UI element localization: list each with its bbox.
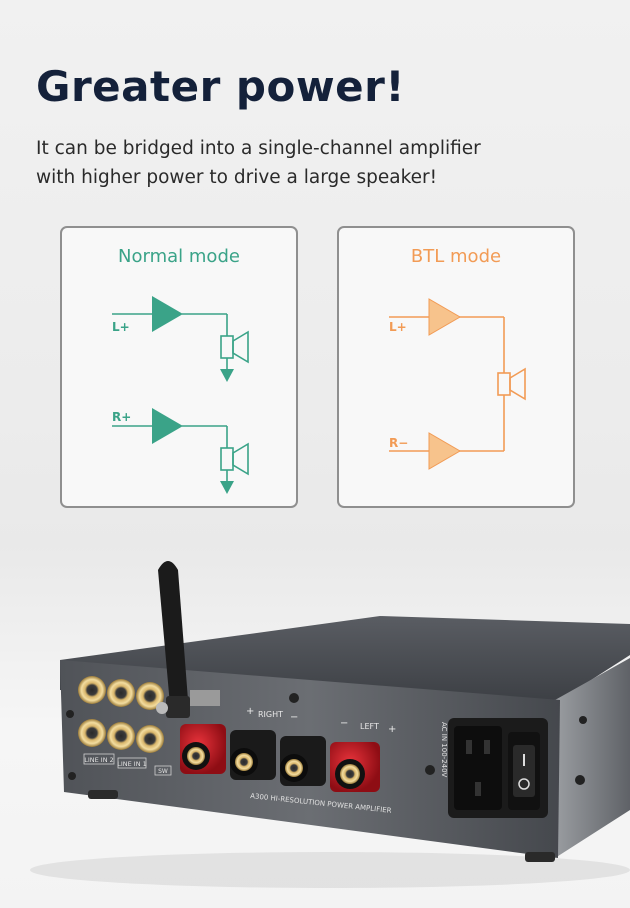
amplifier-triangle-icon — [152, 408, 183, 444]
right-minus-label: − — [290, 712, 298, 723]
normal-input-l-label: L+ — [112, 320, 130, 334]
description-line-2: with higher power to drive a large speak… — [36, 167, 438, 188]
amplifier-rear-panel-image: LINE IN 2 LINE IN 1 SW + RIGHT − − LEFT … — [30, 561, 630, 888]
screw — [68, 772, 76, 780]
amplifier-triangle-icon — [428, 298, 461, 336]
rca-input-jacks — [78, 676, 164, 753]
screw — [289, 693, 299, 703]
ground-arrow-icon — [220, 481, 234, 494]
amplifier-triangle-icon — [152, 296, 183, 332]
screw — [575, 775, 585, 785]
btl-mode-diagram: L+ R− — [389, 298, 526, 470]
btl-input-l-label: L+ — [389, 320, 407, 334]
ac-input-label: AC IN 100-240V — [440, 722, 448, 778]
description-line-1: It can be bridged into a single-channel … — [36, 138, 481, 159]
headline: Greater power! — [36, 62, 405, 111]
speaker-icon — [497, 367, 526, 401]
line-in-1-label: LINE IN 1 — [117, 760, 147, 768]
speaker-icon — [220, 442, 249, 476]
btl-mode-title: BTL mode — [410, 246, 502, 267]
left-minus-label: − — [340, 718, 348, 729]
amplifier-triangle-icon — [428, 432, 461, 470]
screw — [579, 716, 587, 724]
normal-mode-title: Normal mode — [118, 246, 240, 267]
right-channel-label: RIGHT — [258, 710, 283, 719]
left-channel-label: LEFT — [360, 722, 379, 731]
ground-arrow-icon — [220, 369, 234, 382]
bluetooth-antenna — [156, 561, 220, 718]
left-plus-label: + — [388, 724, 396, 735]
power-switch-icon[interactable] — [508, 732, 540, 810]
speaker-binding-posts — [180, 724, 380, 792]
normal-input-r-label: R+ — [112, 410, 131, 424]
line-in-2-label: LINE IN 2 — [84, 756, 114, 764]
normal-mode-card: Normal mode L+ R+ — [60, 226, 298, 508]
right-plus-label: + — [246, 706, 254, 717]
description: It can be bridged into a single-channel … — [36, 134, 596, 192]
btl-input-r-label: R− — [389, 436, 408, 450]
sw-label: SW — [158, 768, 168, 775]
screw — [66, 710, 74, 718]
normal-mode-diagram: L+ R+ — [112, 296, 249, 494]
speaker-icon — [220, 330, 249, 364]
btl-mode-card: BTL mode L+ R− — [337, 226, 575, 508]
